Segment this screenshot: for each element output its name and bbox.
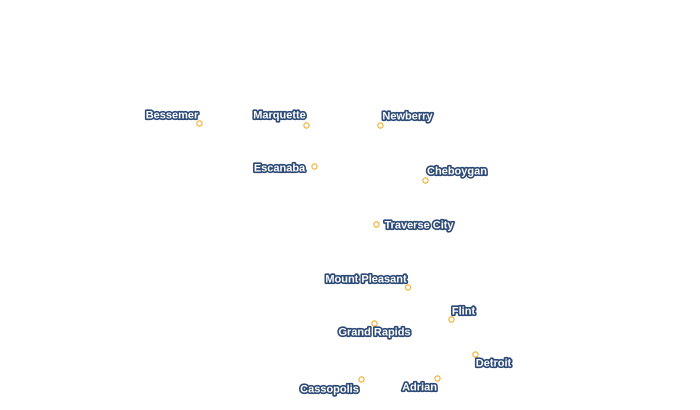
- city-marker[interactable]: [422, 177, 429, 184]
- city-marker[interactable]: [303, 122, 310, 129]
- city-label-cheboygan: Cheboygan: [427, 166, 487, 178]
- city-label-adrian: Adrian: [402, 382, 437, 394]
- city-flint[interactable]: Flint: [448, 304, 477, 323]
- city-label-cassopolis: Cassopolis: [300, 384, 359, 396]
- city-label-escanaba: Escanaba: [254, 163, 306, 175]
- city-marquette[interactable]: Marquette: [252, 108, 310, 129]
- city-label-grand-rapids: Grand Rapids: [338, 327, 410, 339]
- city-cassopolis[interactable]: Cassopolis: [299, 376, 365, 397]
- city-label-marquette: Marquette: [253, 110, 306, 122]
- city-marker[interactable]: [472, 351, 479, 358]
- city-bessemer[interactable]: Bessemer: [144, 108, 203, 127]
- city-cheboygan[interactable]: Cheboygan: [422, 164, 489, 184]
- city-label-flint: Flint: [452, 306, 476, 318]
- city-traverse-city[interactable]: Traverse City: [373, 218, 456, 233]
- city-marker[interactable]: [358, 376, 365, 383]
- city-newberry[interactable]: Newberry: [377, 109, 435, 129]
- city-label-detroit: Detroit: [476, 358, 512, 370]
- city-grand-rapids[interactable]: Grand Rapids: [337, 320, 412, 340]
- city-label-mount-pleasant: Mount Pleasant: [325, 274, 407, 286]
- city-label-newberry: Newberry: [382, 111, 433, 123]
- city-marker[interactable]: [371, 320, 378, 327]
- city-marker[interactable]: [196, 120, 203, 127]
- city-marker[interactable]: [448, 316, 455, 323]
- city-detroit[interactable]: Detroit: [472, 351, 513, 371]
- city-marker[interactable]: [377, 122, 384, 129]
- city-escanaba[interactable]: Escanaba: [252, 161, 318, 176]
- city-marker[interactable]: [311, 163, 318, 170]
- city-marker[interactable]: [404, 284, 412, 291]
- city-label-traverse-city: Traverse City: [384, 220, 454, 232]
- city-marker[interactable]: [373, 221, 380, 228]
- city-label-bessemer: Bessemer: [146, 110, 199, 122]
- city-adrian[interactable]: Adrian: [400, 375, 441, 395]
- city-mount-pleasant[interactable]: Mount Pleasant: [324, 272, 412, 291]
- city-marker[interactable]: [434, 375, 441, 382]
